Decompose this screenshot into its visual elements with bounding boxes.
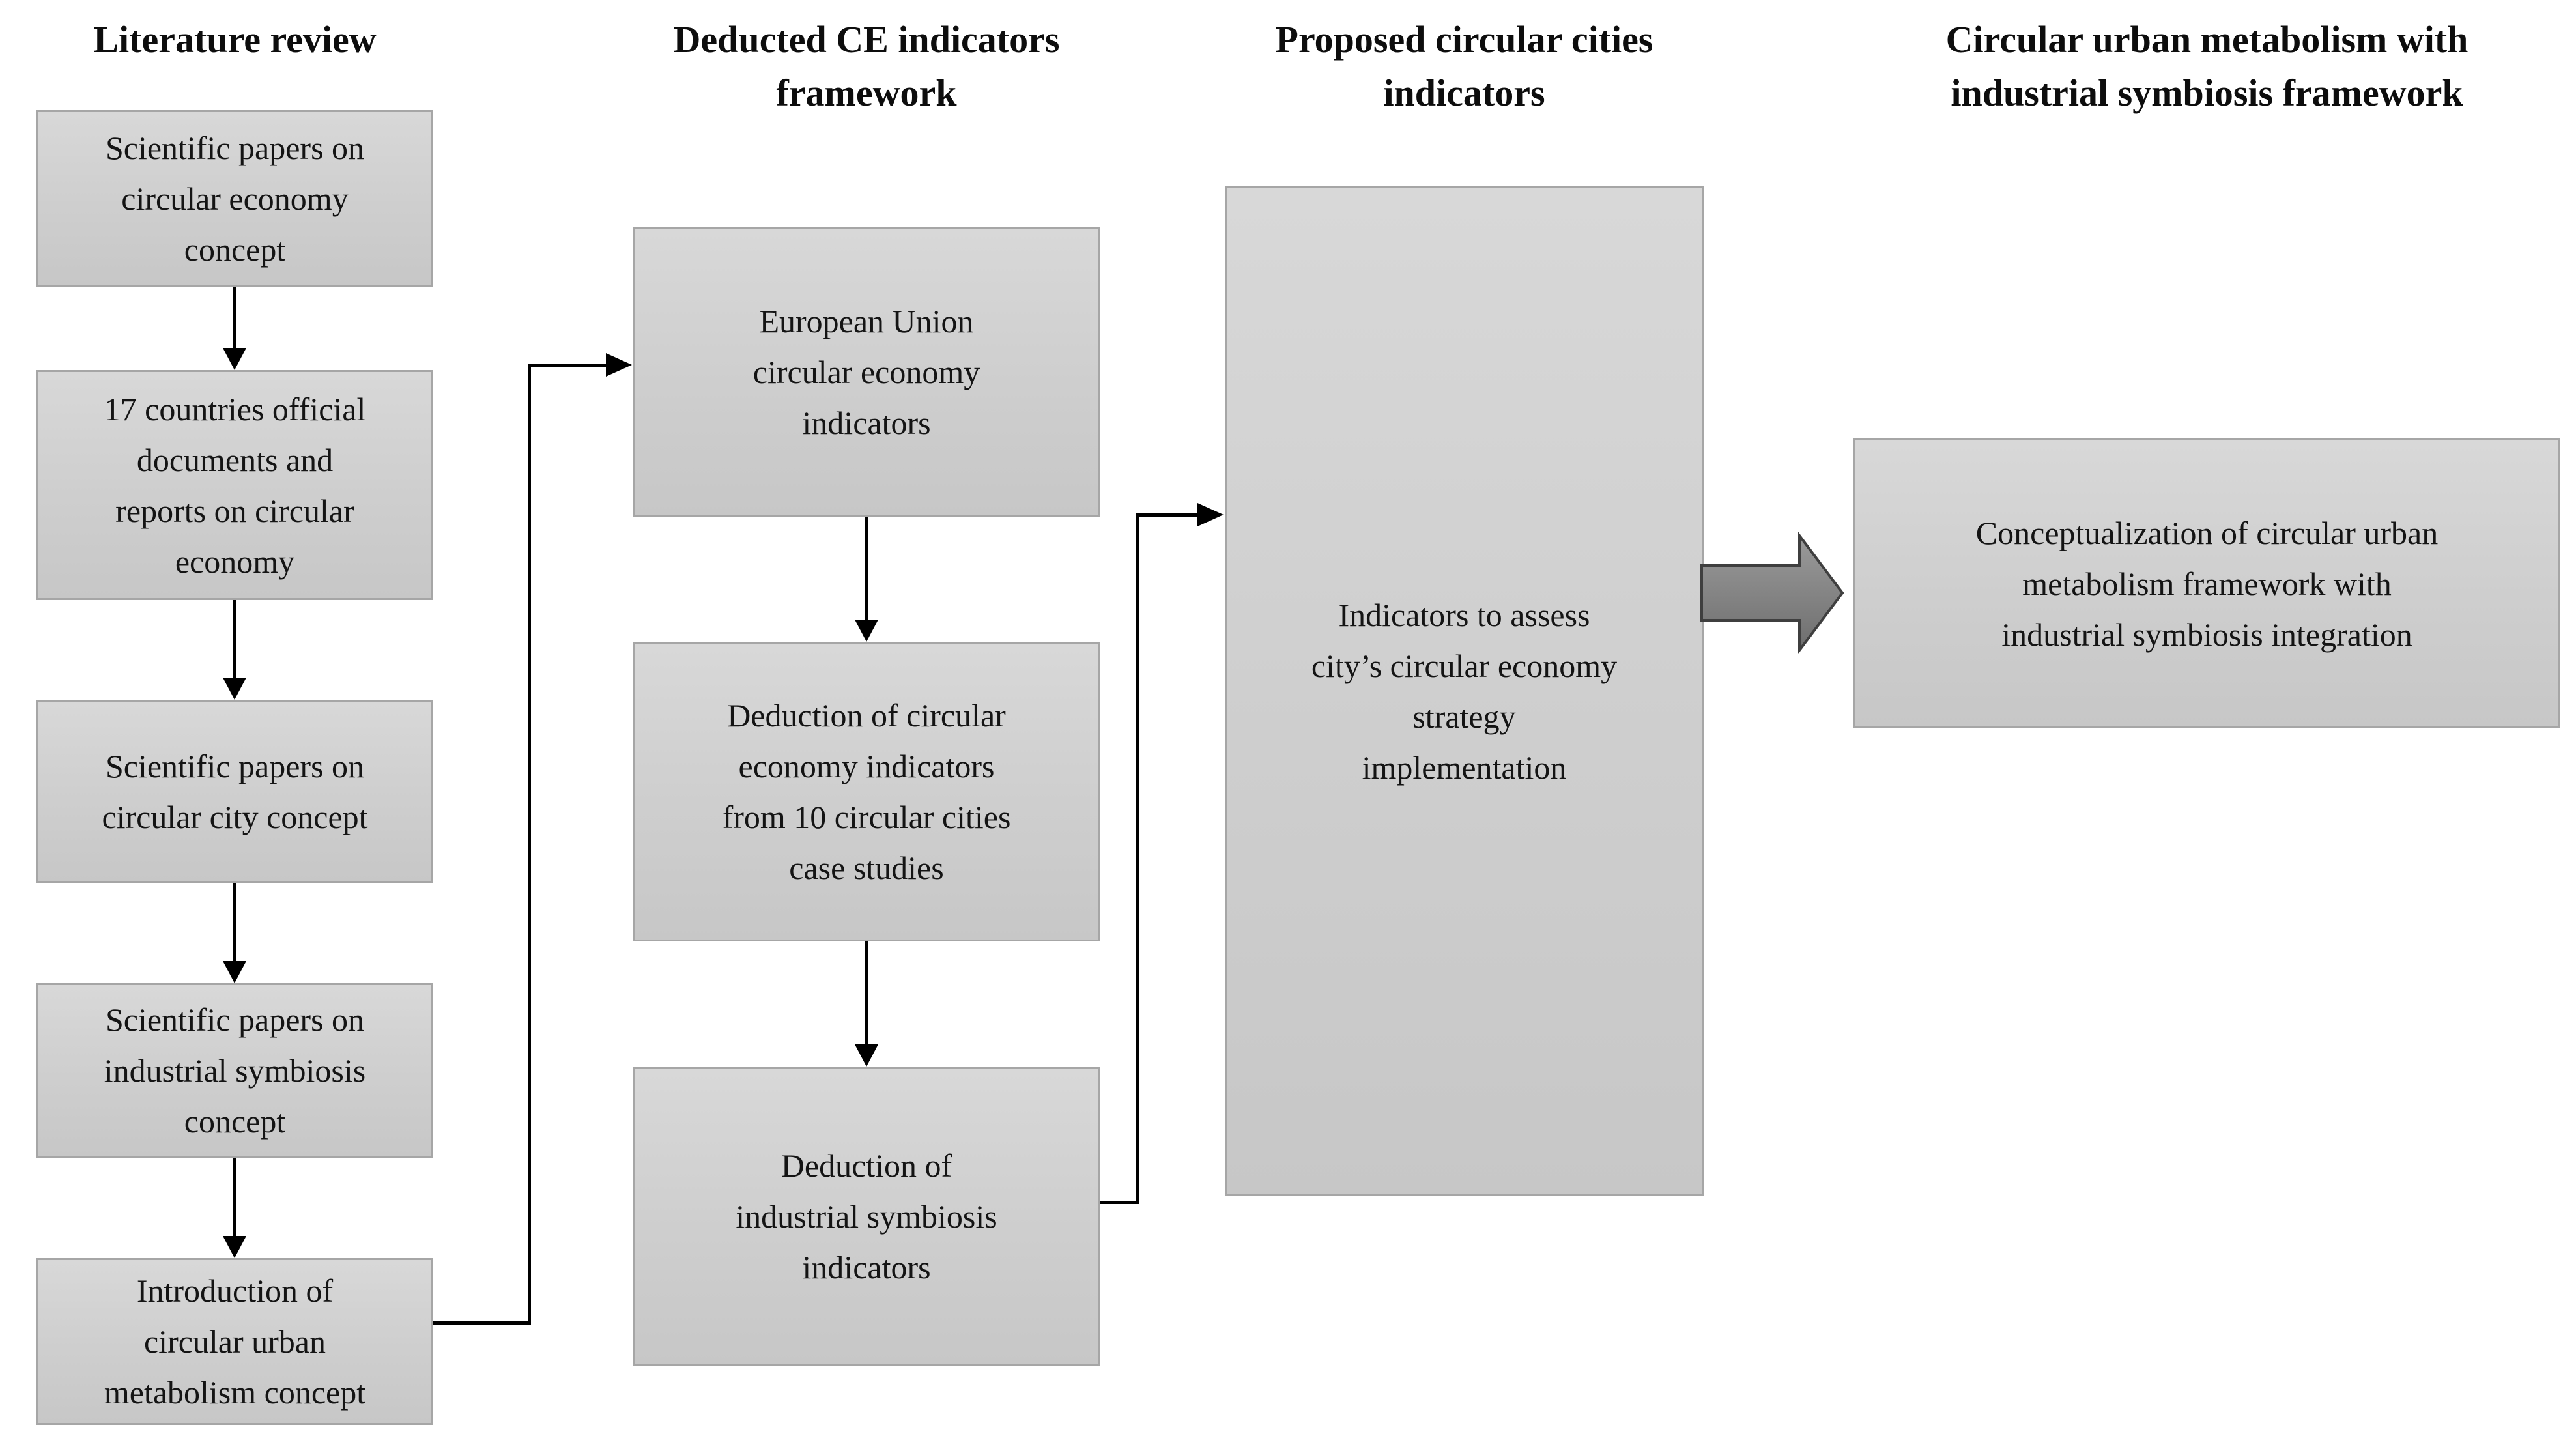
down-arrow-line xyxy=(865,517,868,620)
elbow-connector-line xyxy=(528,364,531,1325)
right-arrowhead-icon xyxy=(606,353,632,377)
box-deduction-ce-indicators-case-studies: Deduction of circular economy indicators… xyxy=(633,642,1100,941)
box-17-countries-documents: 17 countries official documents and repo… xyxy=(36,370,433,600)
down-arrow-line xyxy=(233,287,236,348)
right-arrowhead-icon xyxy=(1197,503,1224,526)
box-indicators-assess-city-strategy: Indicators to assess city’s circular eco… xyxy=(1225,186,1704,1196)
column-header-deducted-ce-indicators: Deducted CE indicators framework xyxy=(673,18,1060,114)
column-header-proposed-circular-cities: Proposed circular cities indicators xyxy=(1275,18,1653,114)
down-arrow-line xyxy=(233,1158,236,1236)
box-scientific-papers-circular-economy: Scientific papers on circular economy co… xyxy=(36,110,433,287)
column-header-literature-review: Literature review xyxy=(93,18,377,61)
elbow-connector-line xyxy=(433,1321,531,1325)
box-conceptualization-framework: Conceptualization of circular urban meta… xyxy=(1853,438,2560,728)
box-scientific-papers-circular-city: Scientific papers on circular city conce… xyxy=(36,700,433,883)
down-arrowhead-icon xyxy=(223,348,246,370)
box-scientific-papers-industrial-symbiosis: Scientific papers on industrial symbiosi… xyxy=(36,983,433,1158)
elbow-connector-line xyxy=(1100,1201,1139,1204)
down-arrowhead-icon xyxy=(223,961,246,983)
big-block-arrow-icon xyxy=(1700,532,1844,654)
box-deduction-industrial-symbiosis-indicators: Deduction of industrial symbiosis indica… xyxy=(633,1067,1100,1366)
down-arrow-line xyxy=(233,883,236,961)
down-arrowhead-icon xyxy=(223,1236,246,1258)
down-arrowhead-icon xyxy=(223,678,246,700)
elbow-connector-line xyxy=(528,364,606,367)
elbow-connector-line xyxy=(1136,513,1139,1204)
elbow-connector-line xyxy=(1136,513,1197,517)
down-arrow-line xyxy=(865,941,868,1044)
column-header-circular-urban-metabolism: Circular urban metabolism with industria… xyxy=(1945,18,2469,114)
down-arrowhead-icon xyxy=(855,1044,878,1067)
down-arrow-line xyxy=(233,600,236,678)
down-arrowhead-icon xyxy=(855,620,878,642)
box-eu-circular-economy-indicators: European Union circular economy indicato… xyxy=(633,227,1100,517)
box-introduction-circular-urban-metabolism: Introduction of circular urban metabolis… xyxy=(36,1258,433,1425)
